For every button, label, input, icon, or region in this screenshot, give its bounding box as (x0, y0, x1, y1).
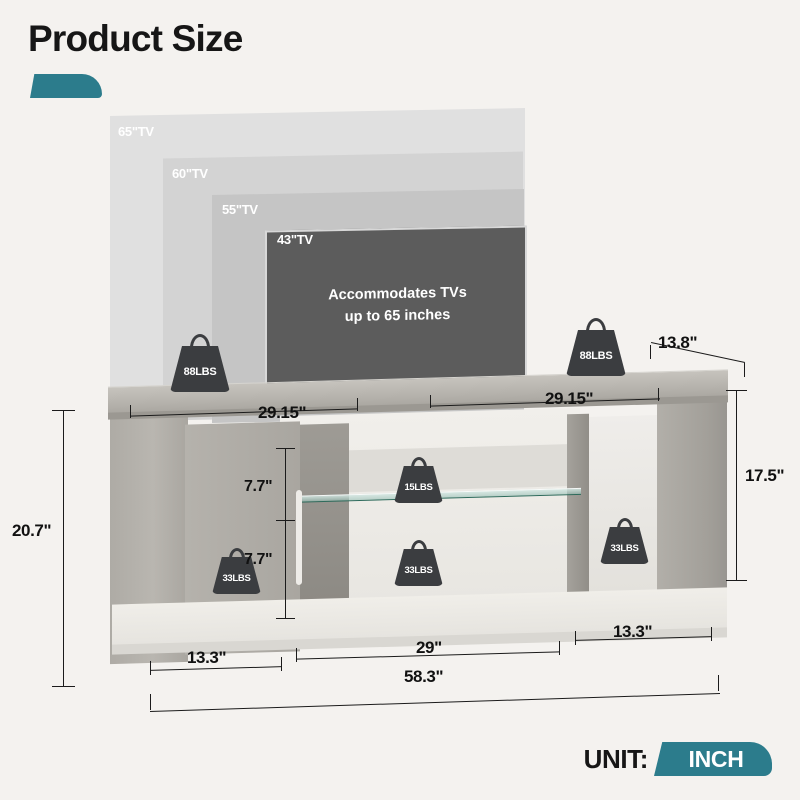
dim-shelf-upper: 7.7" (244, 478, 273, 495)
screen-message: Accommodates TVs up to 65 inches (275, 281, 520, 330)
dimtick (575, 631, 577, 645)
dimtick (650, 345, 652, 359)
dimtick (150, 661, 152, 675)
weight-label: 33LBS (610, 543, 639, 554)
dimtick (150, 694, 152, 710)
weight-label: 33LBS (222, 573, 251, 584)
dimtick (726, 580, 747, 582)
dimtick (276, 520, 295, 522)
dim-top-left-width: 29.15" (258, 403, 307, 422)
dimtick (357, 398, 359, 411)
screen-message-line2: up to 65 inches (344, 306, 451, 326)
weight-handle-icon (410, 457, 427, 468)
weight-top-left: 88LBS (170, 334, 230, 392)
dim-overall-height: 20.7" (12, 521, 52, 540)
right-side-panel (657, 399, 727, 611)
door-handle (296, 489, 302, 586)
dim-shelf-lower: 7.7" (244, 551, 273, 568)
dimtick (276, 618, 295, 620)
dim-top-right-width: 29.15" (545, 389, 594, 408)
dimline-overall-height (63, 410, 65, 686)
weight-label: 88LBS (579, 350, 613, 362)
weight-label: 15LBS (404, 482, 433, 493)
dimtick (718, 675, 720, 691)
dimtick (711, 627, 713, 641)
dim-depth: 13.8" (658, 333, 698, 352)
dim-bottom-left: 13.3" (187, 648, 227, 667)
dim-right-height: 17.5" (745, 466, 785, 485)
weight-right-cubby: 33LBS (600, 518, 649, 564)
dimtick (276, 448, 295, 450)
tv-size-label-65: 65"TV (118, 124, 154, 139)
dimtick (559, 641, 561, 655)
weight-left-cabinet: 33LBS (212, 548, 261, 594)
weight-body: 88LBS (566, 330, 626, 376)
dimtick (296, 648, 298, 662)
unit-label: UNIT: (583, 744, 649, 774)
dimline-shelf (285, 448, 287, 618)
weight-body: 88LBS (170, 346, 230, 392)
dimtick (52, 410, 75, 412)
dimtick (430, 395, 432, 408)
dimtick (281, 657, 283, 671)
tv-size-label-55: 55"TV (222, 202, 258, 217)
unit-value: INCH (688, 745, 744, 772)
weight-center-lower: 33LBS (394, 540, 443, 586)
dimline-total-width (150, 693, 720, 713)
weight-handle-icon (616, 518, 633, 529)
right-divider-panel (567, 413, 589, 595)
page-title: Product Size (28, 18, 243, 59)
dimtick (130, 405, 132, 418)
weight-label: 33LBS (404, 565, 433, 576)
dimtick (726, 390, 747, 392)
dimtick (658, 388, 660, 401)
weight-handle-icon (410, 540, 427, 551)
dim-total-width: 58.3" (404, 667, 444, 686)
tv-size-label-43: 43"TV (277, 232, 313, 247)
weight-handle-icon (586, 318, 606, 332)
weight-glass-shelf: 15LBS (394, 457, 443, 503)
dim-bottom-right: 13.3" (613, 622, 653, 641)
weight-top-right: 88LBS (566, 318, 626, 376)
accent-shape (30, 74, 102, 98)
weight-handle-icon (190, 334, 210, 348)
weight-body: 33LBS (600, 527, 649, 564)
weight-body: 15LBS (394, 466, 443, 503)
dimtick (52, 686, 75, 688)
weight-body: 33LBS (212, 557, 261, 594)
weight-body: 33LBS (394, 549, 443, 586)
dimtick (744, 363, 746, 377)
right-cubby (588, 415, 658, 593)
weight-label: 88LBS (183, 366, 217, 378)
left-cabinet-interior (297, 423, 349, 603)
dim-bottom-center: 29" (416, 638, 442, 657)
unit-badge: INCH (654, 742, 772, 776)
tv-size-label-60: 60"TV (172, 166, 208, 181)
weight-handle-icon (228, 548, 245, 559)
dimline-right-height (736, 390, 738, 580)
